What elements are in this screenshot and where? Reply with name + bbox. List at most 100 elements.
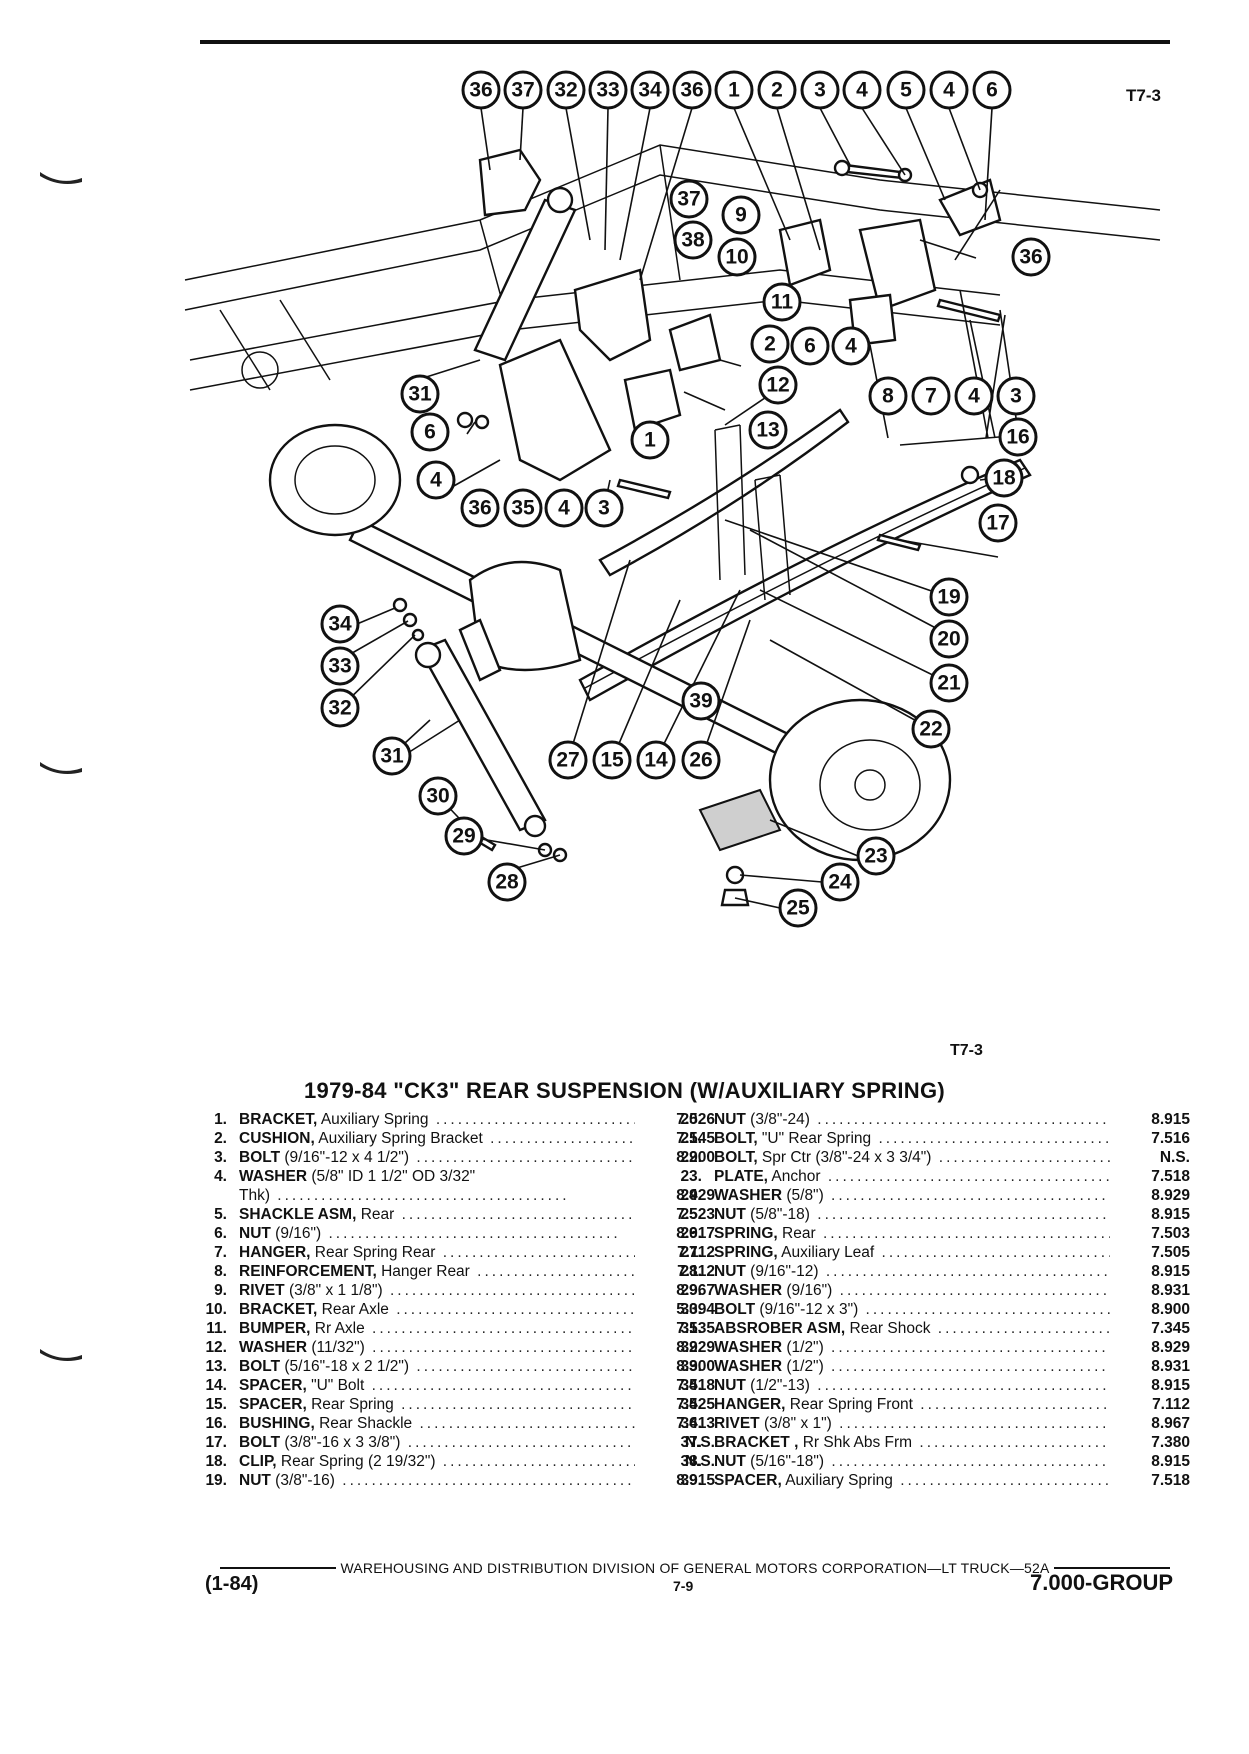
dot-leader: ........................................: [401, 1206, 635, 1223]
part-spec: Hanger Rear: [376, 1263, 470, 1280]
part-spec: Auxiliary Spring: [781, 1472, 893, 1489]
group-number: 7.505: [1151, 1244, 1190, 1261]
callout-11: 11: [762, 282, 802, 322]
item-number: 3.: [214, 1149, 227, 1166]
item-description: NUT (9/16"-12) .........................…: [714, 1262, 1110, 1281]
item-number: 24.: [680, 1187, 702, 1204]
item-number: 1.: [214, 1111, 227, 1128]
item-number: 11.: [206, 1320, 227, 1337]
part-spec: Auxiliary Spring: [317, 1111, 429, 1128]
callout-35: 35: [503, 488, 543, 528]
svg-text:11: 11: [771, 291, 794, 314]
dot-leader: ........................................: [396, 1301, 635, 1318]
svg-text:20: 20: [937, 628, 960, 651]
item-number: 34.: [680, 1377, 702, 1394]
svg-text:4: 4: [968, 385, 980, 408]
svg-text:1: 1: [728, 79, 740, 102]
group-number: 7.380: [1151, 1434, 1190, 1451]
dot-leader: ........................................: [919, 1434, 1110, 1451]
group-number: 8.929: [676, 1339, 715, 1356]
item-description: BRACKET, Auxiliary Spring ..............…: [239, 1110, 635, 1129]
part-name: RIVET: [714, 1415, 760, 1432]
part-name: WASHER: [714, 1282, 783, 1299]
part-spec: Thk): [239, 1187, 270, 1204]
part-spec: (5/8"): [782, 1187, 824, 1204]
svg-text:36: 36: [680, 79, 703, 102]
dot-leader: ........................................: [334, 1472, 635, 1489]
callout-3: 3: [584, 488, 624, 528]
part-name: BOLT: [239, 1358, 281, 1375]
svg-text:37: 37: [677, 188, 700, 211]
part-spec: Auxiliary Leaf: [777, 1244, 875, 1261]
svg-text:6: 6: [424, 421, 436, 444]
svg-text:4: 4: [430, 469, 442, 492]
dot-leader: ........................................: [435, 1111, 635, 1128]
part-name: SPRING,: [714, 1244, 778, 1261]
part-spec: Rr Shk Abs Frm: [798, 1434, 913, 1451]
parts-list-left: 1. BRACKET, Auxiliary Spring ............…: [185, 1110, 715, 1490]
item-description: SPACER, Auxiliary Spring ...............…: [714, 1471, 1110, 1490]
item-description: BUMPER, Rr Axle ........................…: [239, 1319, 635, 1338]
dot-leader: ........................................: [419, 1415, 635, 1432]
item-description: NUT (9/16") ............................…: [239, 1224, 635, 1243]
part-spec: (9/16"-12 x 3"): [755, 1301, 859, 1318]
item-description: NUT (5/8"-18) ..........................…: [714, 1205, 1110, 1224]
item-description: BOLT (9/16"-12 x 4 1/2") ...............…: [239, 1148, 635, 1167]
callout-21: 21: [929, 663, 969, 703]
part-name: WASHER: [239, 1168, 308, 1185]
item-description: BOLT (9/16"-12 x 3") ...................…: [714, 1300, 1110, 1319]
callout-37: 37: [669, 179, 709, 219]
part-spec: (11/32"): [307, 1339, 365, 1356]
svg-text:34: 34: [638, 79, 662, 102]
callout-36: 36: [461, 70, 501, 110]
part-spec: (3/8"-24): [745, 1111, 810, 1128]
footer-rule-right: [1053, 1567, 1170, 1569]
svg-text:32: 32: [554, 79, 577, 102]
parts-list-row: 31.ABSROBER ASM, Rear Shock ............…: [660, 1319, 1190, 1338]
callout-39: 39: [681, 681, 721, 721]
item-description: NUT (3/8"-24) ..........................…: [714, 1110, 1110, 1129]
dot-leader: ........................................: [416, 1358, 635, 1375]
item-number: 14.: [205, 1377, 227, 1394]
item-number: 21.: [680, 1130, 702, 1147]
parts-list-row: 27.SPRING, Auxiliary Leaf ..............…: [660, 1243, 1190, 1262]
callout-24: 24: [820, 862, 860, 902]
part-spec: (1/2"): [782, 1358, 824, 1375]
group-number: 7.112: [677, 1263, 715, 1280]
parts-list-row: 35.HANGER, Rear Spring Front ...........…: [660, 1395, 1190, 1414]
part-name: SPRING,: [714, 1225, 778, 1242]
svg-text:39: 39: [689, 690, 712, 713]
dot-leader: ........................................: [900, 1472, 1110, 1489]
part-name: RIVET: [239, 1282, 285, 1299]
callout-18: 18: [984, 458, 1024, 498]
dot-leader: ........................................: [937, 1320, 1110, 1337]
brackets-and-hangers: [478, 148, 1002, 482]
svg-text:16: 16: [1006, 426, 1029, 449]
parts-list-row: 32.WASHER (1/2") .......................…: [660, 1338, 1190, 1357]
part-spec: Anchor: [767, 1168, 821, 1185]
group-number: 7.545: [676, 1130, 715, 1147]
part-spec: Rear: [777, 1225, 816, 1242]
parts-list-row: 19.NUT (3/8"-16) .......................…: [185, 1471, 715, 1490]
part-spec: Rear Axle: [317, 1301, 389, 1318]
callout-32: 32: [320, 688, 360, 728]
item-description: WASHER (5/8" ID 1 1/2" OD 3/32": [239, 1167, 635, 1186]
part-spec: Rr Axle: [310, 1320, 365, 1337]
item-number: 20.: [680, 1111, 702, 1128]
dot-leader: ........................................: [442, 1244, 635, 1261]
svg-text:32: 32: [328, 697, 351, 720]
parts-list-row: 24.WASHER (5/8") .......................…: [660, 1186, 1190, 1205]
part-spec: Rear Shackle: [314, 1415, 413, 1432]
svg-text:5: 5: [900, 79, 912, 102]
svg-text:9: 9: [735, 204, 747, 227]
group-number: 8.917: [676, 1225, 715, 1242]
callout-23: 23: [856, 836, 896, 876]
callout-1: 1: [630, 420, 670, 460]
callout-36: 36: [1011, 237, 1051, 277]
svg-text:17: 17: [986, 512, 1009, 535]
item-number: 18.: [205, 1453, 227, 1470]
part-spec: "U" Rear Spring: [757, 1130, 872, 1147]
parts-list-row: 20. NUT (3/8"-24) .......................…: [660, 1110, 1190, 1129]
svg-text:23: 23: [864, 845, 887, 868]
item-description: Thk) ...................................…: [239, 1186, 635, 1205]
